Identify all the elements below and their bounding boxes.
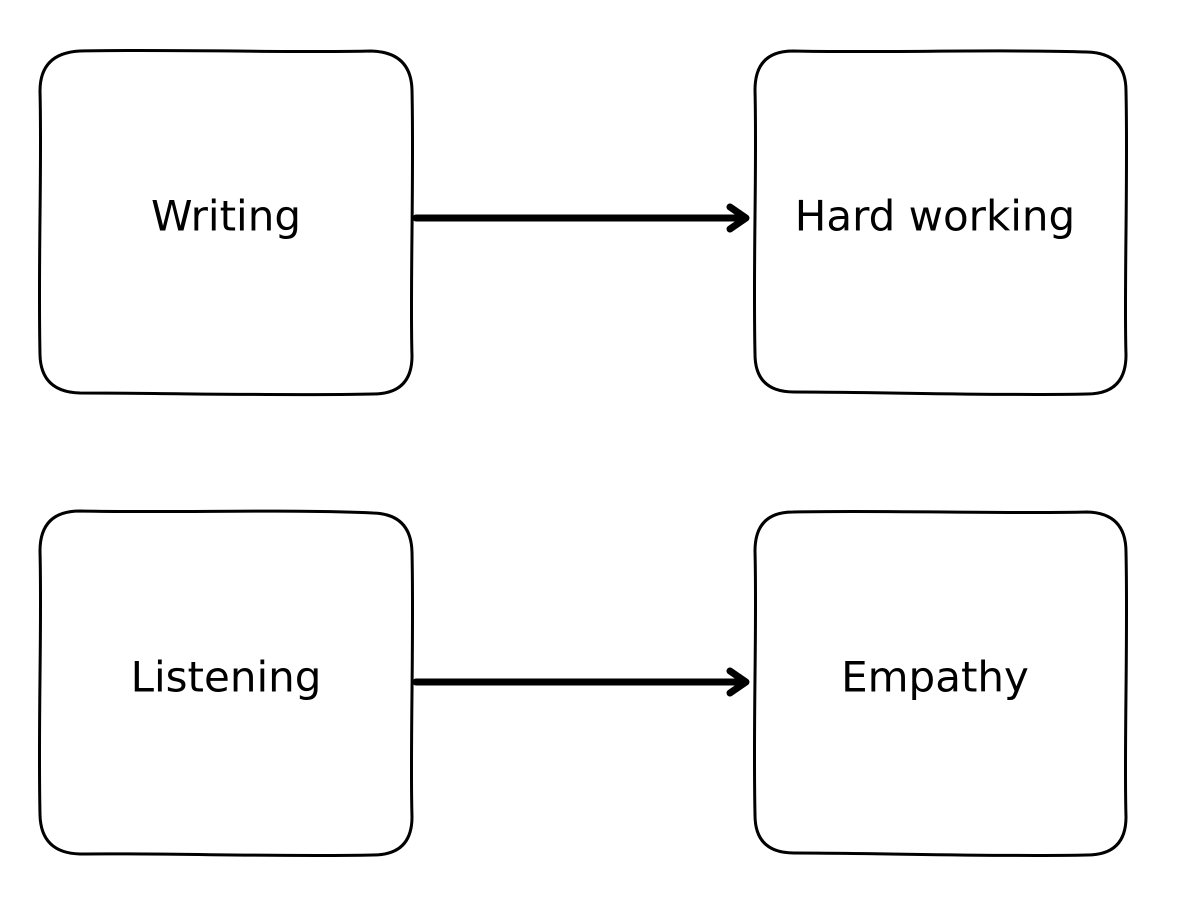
node-label: Listening [131,653,322,702]
node-listening[interactable]: Listening [37,509,415,858]
arrowhead-icon [726,203,750,233]
node-box [37,509,415,858]
arrowhead-icon [726,667,750,697]
node-box [37,48,415,397]
edge-listening-to-empathy [412,667,750,697]
edge-writing-to-hard-working [412,203,750,233]
node-label: Hard working [795,192,1075,241]
node-empathy[interactable]: Empathy [752,509,1129,858]
node-hard-working[interactable]: Hard working [752,49,1129,397]
node-label: Writing [151,192,301,241]
node-box [752,509,1129,858]
node-box [752,49,1129,397]
node-label: Empathy [841,653,1029,702]
node-writing[interactable]: Writing [37,48,415,397]
